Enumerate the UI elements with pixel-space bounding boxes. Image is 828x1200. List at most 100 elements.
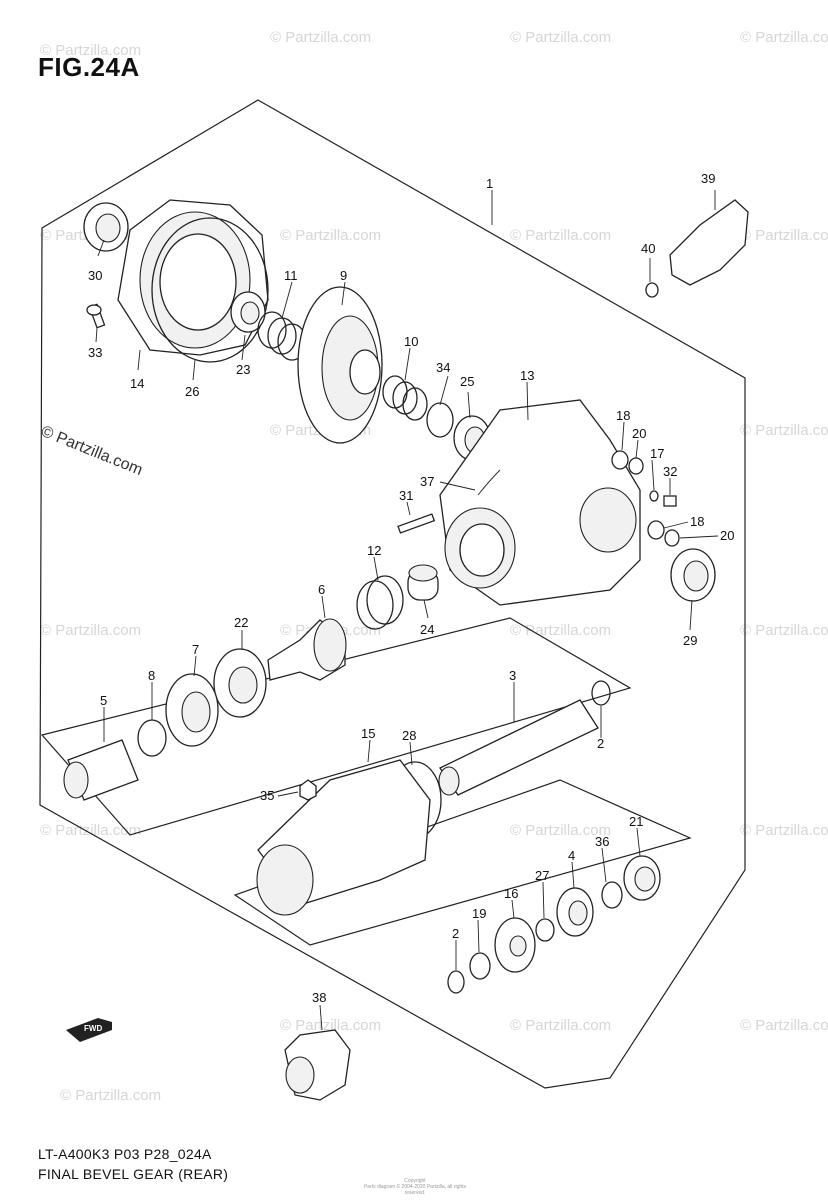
part-3-drive-shaft[interactable] (438, 699, 599, 796)
callout-35: 35 (260, 788, 274, 803)
part-18-washer[interactable] (647, 520, 665, 540)
watermark-side: © Partzilla.com (39, 423, 145, 479)
part-38-boot[interactable] (284, 1029, 351, 1101)
part-2-circlip[interactable] (447, 970, 465, 994)
callout-20: 20 (632, 426, 646, 441)
part-8-spacer[interactable] (137, 719, 167, 757)
part-9-ring-gear[interactable] (297, 286, 383, 444)
part-23-bearing[interactable] (230, 291, 266, 333)
part-15-housing[interactable] (256, 759, 431, 916)
watermark: © Partzilla.com (740, 29, 828, 46)
callout-19: 19 (472, 906, 486, 921)
watermark: © Partzilla.com (510, 227, 611, 244)
callout-38: 38 (312, 990, 326, 1005)
part-20-nut[interactable] (628, 457, 644, 475)
part-24-bearing[interactable] (407, 564, 439, 601)
part-16-coupling[interactable] (494, 917, 536, 973)
part-19-washer[interactable] (469, 952, 491, 980)
callout-7: 7 (192, 642, 199, 657)
callout-29: 29 (683, 633, 697, 648)
callout-24: 24 (420, 622, 434, 637)
part-30-oil-seal[interactable] (83, 202, 129, 252)
part-34-spacer[interactable] (426, 402, 454, 438)
part-6-pinion-gear[interactable] (267, 618, 347, 681)
watermark: © Partzilla.com (280, 1017, 381, 1034)
callout-17: 17 (650, 446, 664, 461)
callout-18: 18 (616, 408, 630, 423)
callout-1: 1 (486, 176, 493, 191)
part-22-bearing[interactable] (213, 648, 267, 718)
callout-22: 22 (234, 615, 248, 630)
housing-group-frame (233, 779, 692, 946)
part-10-shims[interactable] (382, 375, 428, 421)
part-5-sleeve[interactable] (63, 739, 139, 801)
figure-title: FIG.24A (38, 52, 140, 82)
part-26-o-ring[interactable] (151, 217, 269, 363)
part-7-bearing[interactable] (165, 673, 219, 747)
watermark: © Partzilla.com (740, 1017, 828, 1034)
watermark: © Partzilla.com (740, 422, 828, 439)
assembly-frame-outer (39, 99, 746, 1089)
watermark: © Partzilla.com (510, 622, 611, 639)
part-4-bearing[interactable] (556, 887, 594, 937)
watermark: © Partzilla.com (60, 1087, 161, 1104)
diagram-code: LT-A400K3 P03 P28_024A (38, 1146, 212, 1162)
callout-27: 27 (535, 868, 549, 883)
pinion-group-frame (40, 617, 632, 836)
callout-13: 13 (520, 368, 534, 383)
callout-31: 31 (399, 488, 413, 503)
callout-39: 39 (701, 171, 715, 186)
part-29-oil-seal[interactable] (670, 548, 716, 602)
part-14-case-cover[interactable] (117, 199, 269, 356)
copyright-notice: Copyright Parts diagram © 2004-2020 Part… (360, 1178, 470, 1196)
part-17-washer[interactable] (649, 490, 659, 502)
callout-40: 40 (641, 241, 655, 256)
copyright-line: Copyright (404, 1178, 426, 1184)
callout-21: 21 (629, 814, 643, 829)
part-35-nut[interactable] (299, 779, 317, 801)
callout-20: 20 (720, 528, 734, 543)
part-18-washer[interactable] (611, 450, 629, 470)
callout-8: 8 (148, 668, 155, 683)
part-32-bolt[interactable] (663, 495, 677, 507)
part-12-shims[interactable] (356, 575, 404, 630)
part-20-nut[interactable] (664, 529, 680, 547)
forward-direction-badge: FWD (66, 1018, 112, 1042)
diagram-name: FINAL BEVEL GEAR (REAR) (38, 1166, 229, 1182)
part-13-gear-case[interactable] (439, 399, 641, 606)
callout-28: 28 (402, 728, 416, 743)
watermark: © Partzilla.com (40, 822, 141, 839)
callout-4: 4 (568, 848, 575, 863)
part-31-stud[interactable] (397, 513, 436, 534)
callout-9: 9 (340, 268, 347, 283)
callout-2: 2 (452, 926, 459, 941)
callout-11: 11 (284, 268, 298, 283)
callout-16: 16 (504, 886, 518, 901)
watermark: © Partzilla.com (510, 1017, 611, 1034)
callout-23: 23 (236, 362, 250, 377)
part-21-oil-seal[interactable] (623, 855, 661, 901)
part-33-bolt[interactable] (86, 303, 106, 329)
callout-12: 12 (367, 543, 381, 558)
part-37-breather[interactable] (477, 469, 501, 496)
callout-25: 25 (460, 374, 474, 389)
watermark: © Partzilla.com (510, 29, 611, 46)
watermark: © Partzilla.com (740, 822, 828, 839)
callout-10: 10 (404, 334, 418, 349)
part-39-boot[interactable] (669, 199, 749, 286)
callout-2: 2 (597, 736, 604, 751)
callout-18: 18 (690, 514, 704, 529)
watermark: © Partzilla.com (740, 227, 828, 244)
callout-26: 26 (185, 384, 199, 399)
part-2-circlip[interactable] (591, 680, 611, 706)
callout-37: 37 (420, 474, 434, 489)
callout-3: 3 (509, 668, 516, 683)
part-36-circlip[interactable] (601, 881, 623, 909)
part-27-spacer[interactable] (535, 918, 555, 942)
callout-5: 5 (100, 693, 107, 708)
watermark: © Partzilla.com (40, 622, 141, 639)
watermark: © Partzilla.com (510, 822, 611, 839)
watermark: © Partzilla.com (740, 622, 828, 639)
part-40-clamp[interactable] (645, 282, 659, 298)
callout-34: 34 (436, 360, 450, 375)
